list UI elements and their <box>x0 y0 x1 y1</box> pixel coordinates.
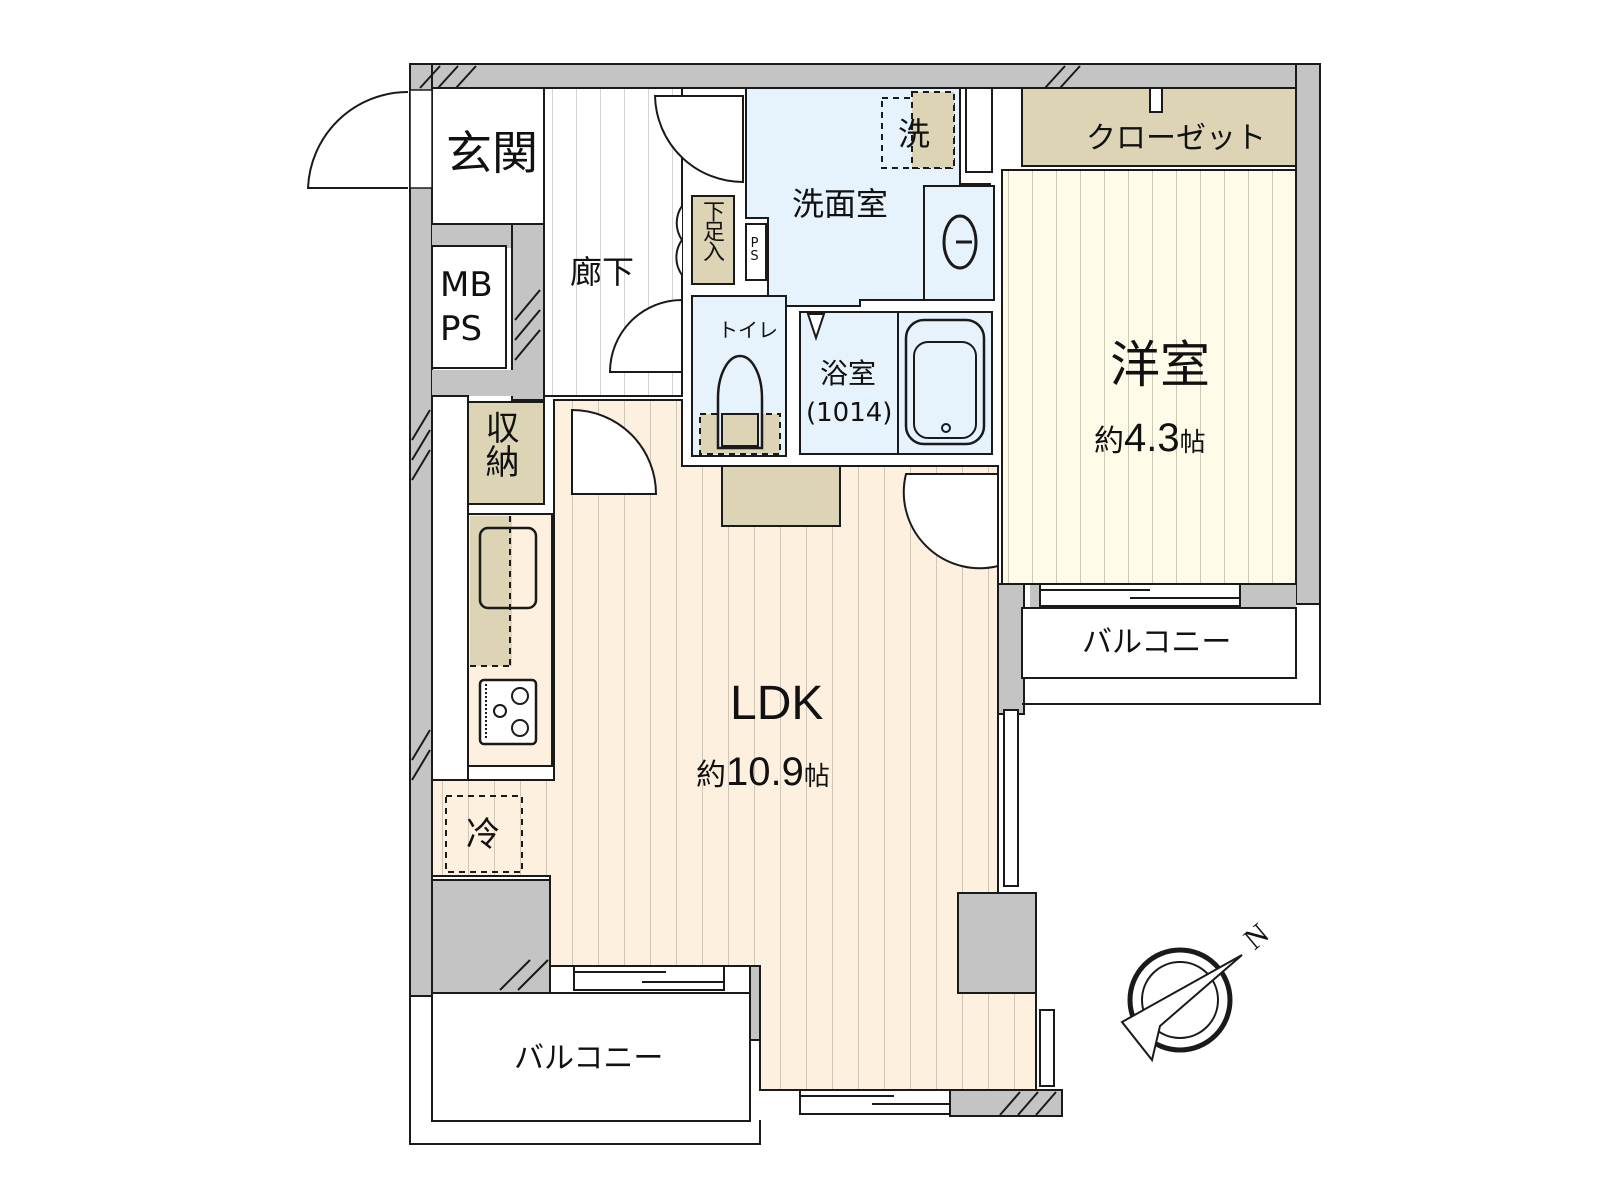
balcony-east-label: バルコニー <box>1082 625 1232 660</box>
counter-shelf <box>721 465 841 527</box>
ldk-label: LDK <box>730 677 824 730</box>
shoe-storage <box>691 195 735 285</box>
mbps-label-line1: MB <box>440 265 493 305</box>
ldk-area <box>431 399 1037 1091</box>
sink-basin-icon <box>478 526 538 610</box>
compass-icon <box>1120 947 1243 1063</box>
balcony-south-label: バルコニー <box>514 1041 664 1076</box>
entrance-door-swing <box>306 90 409 189</box>
storage-cabinet <box>467 401 545 505</box>
bathtub-icon <box>904 318 986 446</box>
area-value: 4.3 <box>1124 416 1180 460</box>
bathroom-label: 浴室 <box>820 357 877 390</box>
washroom-label: 洗面室 <box>792 185 889 223</box>
fridge-label: 冷 <box>466 815 500 855</box>
sink-icon <box>942 214 978 270</box>
kitchen-wall-strip <box>431 395 469 781</box>
area-prefix: 約 <box>696 758 726 793</box>
closet-label: クローゼット <box>1086 121 1266 156</box>
western-room-area <box>1001 169 1297 585</box>
fridge-space <box>445 795 523 873</box>
storage-label: 収納 <box>479 410 519 478</box>
stove-icon <box>478 678 538 746</box>
washing-machine-label: 洗 <box>898 115 931 153</box>
area-value: 10.9 <box>726 750 804 794</box>
balcony-south <box>431 992 751 1122</box>
area-unit: 帖 <box>1179 428 1206 458</box>
toilet-label: トイレ <box>718 318 778 342</box>
ps-label: PS <box>747 236 762 262</box>
western-room-label: 洋室 <box>1110 336 1210 394</box>
western-room-area-text: 約4.3帖 <box>1094 418 1206 458</box>
shoe-storage-label: 下足入 <box>699 200 724 260</box>
area-unit: 帖 <box>803 762 830 792</box>
area-prefix: 約 <box>1094 424 1124 459</box>
ps-shaft <box>745 223 767 281</box>
mbps-area <box>431 245 507 369</box>
hallway-label: 廊下 <box>570 253 635 291</box>
balcony-east <box>1021 607 1297 679</box>
bathroom-size: (1014) <box>806 398 893 428</box>
mbps-label-line2: PS <box>440 309 483 349</box>
entrance-label: 玄関 <box>446 126 538 180</box>
washer-pan <box>911 91 955 169</box>
ldk-area-text: 約10.9帖 <box>696 752 830 792</box>
